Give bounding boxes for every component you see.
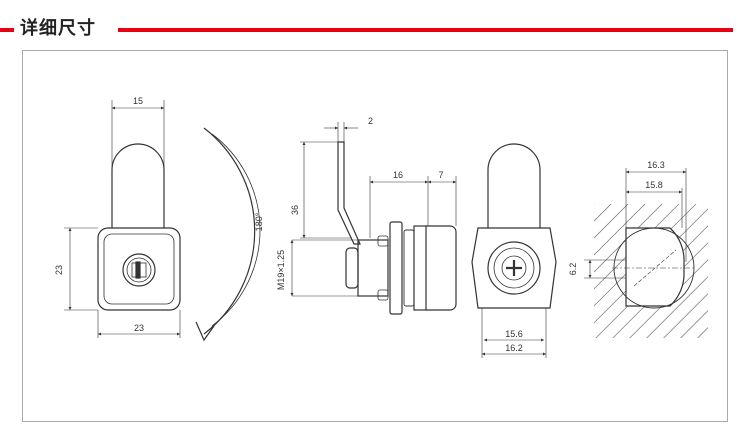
cam-screw bbox=[345, 247, 359, 289]
key-cylinder bbox=[122, 253, 156, 287]
dim-cutout-inner: 15.8 bbox=[645, 180, 663, 190]
header-accent-bar bbox=[118, 28, 733, 32]
washer bbox=[403, 229, 415, 307]
dim-thread: M19×1.25 bbox=[276, 250, 286, 290]
screw-head bbox=[501, 255, 527, 281]
dim-front-width-top: 15 bbox=[133, 96, 143, 106]
dim-back-width-outer: 16.2 bbox=[505, 343, 523, 353]
dim-front-height: 23 bbox=[54, 265, 64, 275]
nut bbox=[389, 221, 403, 315]
back-cam-outline bbox=[487, 143, 541, 228]
section-header: 详细尺寸 bbox=[0, 0, 750, 40]
dim-cam-height: 36 bbox=[290, 205, 300, 215]
dim-cam-thickness: 2 bbox=[368, 116, 373, 126]
front-view bbox=[64, 100, 181, 338]
back-face bbox=[471, 227, 557, 309]
front-face-inner bbox=[103, 233, 175, 305]
dim-body-length: 16 bbox=[393, 170, 403, 180]
lock-body bbox=[357, 239, 389, 297]
front-face bbox=[97, 227, 181, 311]
rotation-arc-line bbox=[203, 127, 256, 335]
drawing-frame bbox=[22, 50, 728, 422]
section-title: 详细尺寸 bbox=[20, 18, 96, 39]
rotation-arrow-icon bbox=[195, 321, 215, 342]
back-view bbox=[471, 143, 557, 358]
housing bbox=[413, 225, 427, 311]
dim-nut-length: 7 bbox=[438, 170, 443, 180]
dim-rotation: 180° bbox=[254, 212, 264, 231]
key-cylinder-inner bbox=[126, 257, 152, 283]
cross-slot-icon bbox=[506, 260, 522, 276]
cam-outline bbox=[111, 143, 165, 228]
cutout-hole bbox=[625, 227, 685, 307]
dim-front-width-bottom: 23 bbox=[134, 323, 144, 333]
rotation-arc bbox=[195, 127, 261, 342]
cam-plate bbox=[337, 141, 361, 245]
dim-cutout-outer: 16.3 bbox=[647, 160, 665, 170]
back-cylinder bbox=[487, 241, 541, 295]
dim-back-width-inner: 15.6 bbox=[505, 329, 523, 339]
housing-front bbox=[426, 225, 457, 311]
dim-cutout-flat: 6.2 bbox=[568, 263, 578, 276]
cutout-view bbox=[584, 168, 708, 338]
keyway-slot bbox=[135, 261, 141, 279]
side-view bbox=[290, 122, 457, 315]
header-accent-bar-left bbox=[0, 28, 14, 32]
